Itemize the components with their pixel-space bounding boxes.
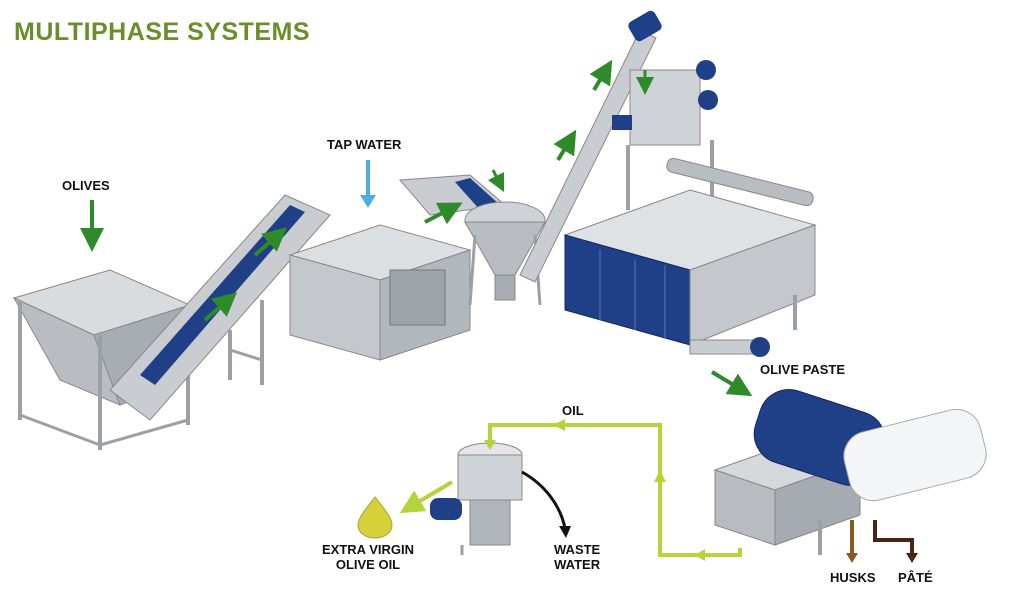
label-oil: OIL [562,403,584,418]
label-waste-line1: WASTE [554,542,601,557]
malaxer [563,157,817,357]
flow-arrows [80,59,753,397]
label-extra-virgin-olive-oil: EXTRA VIRGIN OLIVE OIL [322,542,414,572]
decanter [713,389,987,555]
pate-arrow [873,520,918,563]
label-husks: HUSKS [830,570,876,585]
extra-virgin-arrow [399,480,454,514]
label-olive-paste: OLIVE PASTE [760,362,845,377]
label-pate: PÂTÉ [898,570,933,585]
label-olives: OLIVES [62,178,110,193]
label-tap-water: TAP WATER [327,137,402,152]
olive-paste-arrow [710,370,753,397]
husks-arrow [846,520,858,563]
label-extra-virgin-line2: OLIVE OIL [335,557,401,572]
waste-water-arrow [521,470,567,529]
crusher [612,60,718,210]
label-waste-water: WASTE WATER [554,542,600,572]
washer-unit [288,174,507,361]
oil-flow-line [399,419,742,561]
olive-hopper [12,269,192,450]
screw-elevator [519,10,662,283]
oil-drop-icon [357,496,393,539]
vertical-separator [430,442,523,555]
label-extra-virgin-line1: EXTRA VIRGIN [322,542,414,557]
paste-funnel [464,201,546,306]
label-waste-line2: WATER [554,557,601,572]
page-title: MULTIPHASE SYSTEMS [14,18,311,46]
